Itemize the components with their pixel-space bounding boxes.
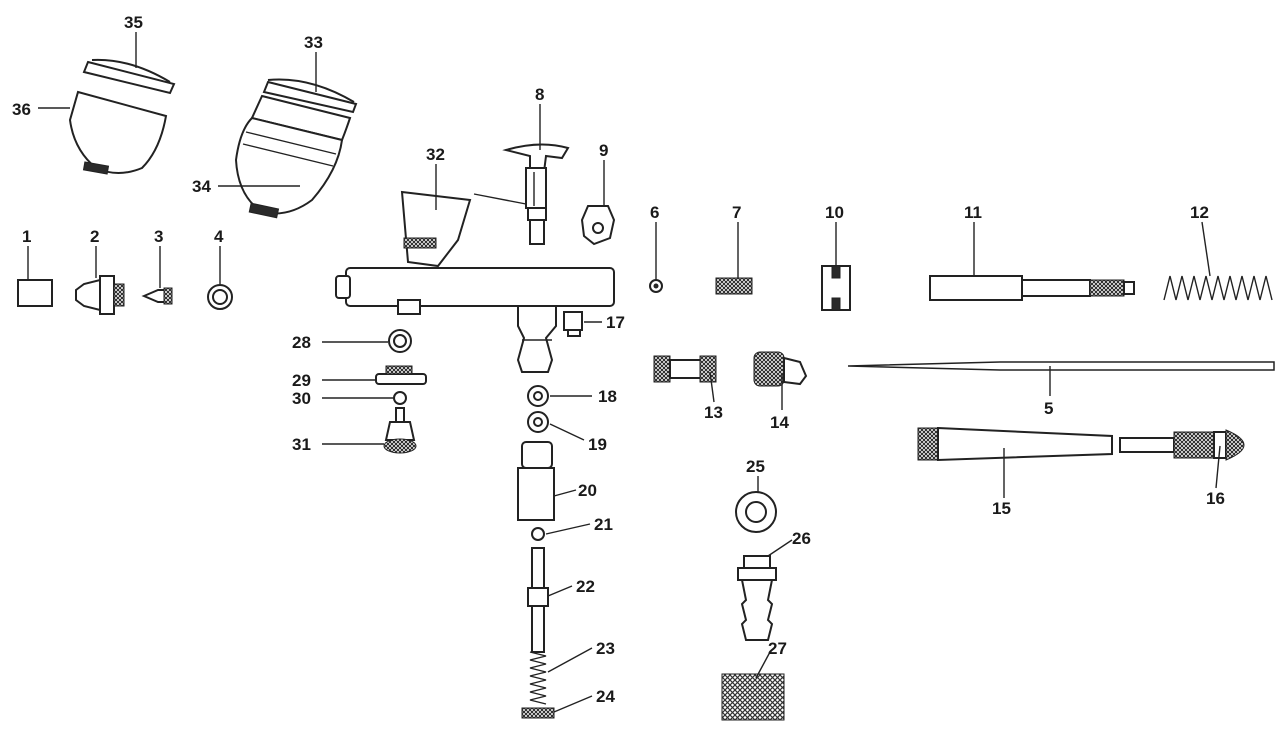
part-4-hole — [212, 289, 228, 305]
part-9-hole — [592, 222, 604, 234]
part-7-shape — [715, 277, 753, 295]
part-3-shape — [141, 287, 173, 305]
label-31: 31 — [292, 435, 311, 454]
label-10: 10 — [825, 203, 844, 222]
part-24-shape — [521, 707, 555, 719]
needle-5 — [847, 361, 1275, 371]
label-26: 26 — [792, 529, 811, 548]
part-18-hole — [533, 391, 543, 401]
small-cup-body — [68, 90, 168, 175]
label-19: 19 — [588, 435, 607, 454]
part-25-hole — [745, 501, 767, 523]
part-2-shape — [75, 275, 125, 315]
label-4: 4 — [214, 227, 224, 246]
label-34: 34 — [192, 177, 211, 196]
label-20: 20 — [578, 481, 597, 500]
label-1: 1 — [22, 227, 31, 246]
large-cup-lid — [262, 78, 358, 114]
label-5: 5 — [1044, 399, 1053, 418]
part-6-center — [653, 283, 659, 289]
part-26-hose-fitting — [737, 555, 777, 641]
label-29: 29 — [292, 371, 311, 390]
part-29-shape — [375, 365, 427, 385]
label-3: 3 — [154, 227, 163, 246]
label-35: 35 — [124, 13, 143, 32]
label-17: 17 — [606, 313, 625, 332]
label-36: 36 — [12, 100, 31, 119]
part-14-shape — [753, 351, 808, 387]
part-15-shape — [917, 426, 1113, 462]
part-30-ring — [393, 391, 407, 405]
label-9: 9 — [599, 141, 608, 160]
label-15: 15 — [992, 499, 1011, 518]
label-21: 21 — [594, 515, 613, 534]
part-13-shape — [653, 355, 717, 383]
part-21-ring — [531, 527, 545, 541]
spring-23 — [529, 651, 547, 705]
large-cup-body — [234, 94, 352, 219]
label-6: 6 — [650, 203, 659, 222]
label-32: 32 — [426, 145, 445, 164]
part-22-shape — [527, 547, 549, 653]
airbrush-main-body — [335, 190, 615, 373]
part-19-hole — [533, 417, 543, 427]
part-10-shape — [821, 265, 851, 311]
spring-12 — [1163, 275, 1273, 301]
label-16: 16 — [1206, 489, 1225, 508]
label-2: 2 — [90, 227, 99, 246]
label-22: 22 — [576, 577, 595, 596]
part-16-shape — [1119, 429, 1245, 461]
part-11-shape — [929, 275, 1135, 301]
label-23: 23 — [596, 639, 615, 658]
part-31-shape — [383, 407, 417, 454]
label-28: 28 — [292, 333, 311, 352]
label-11: 11 — [964, 203, 982, 222]
part-1-shape — [17, 279, 53, 307]
part-20-shape — [517, 441, 555, 521]
label-18: 18 — [598, 387, 617, 406]
label-14: 14 — [770, 413, 789, 432]
label-30: 30 — [292, 389, 311, 408]
label-33: 33 — [304, 33, 323, 52]
small-cup-lid — [82, 58, 176, 95]
label-12: 12 — [1190, 203, 1209, 222]
label-27: 27 — [768, 639, 787, 658]
label-25: 25 — [746, 457, 765, 476]
trigger-part — [502, 143, 570, 245]
leader-lines — [27, 32, 1221, 713]
label-13: 13 — [704, 403, 723, 422]
label-24: 24 — [596, 687, 615, 706]
part-27-filter — [721, 673, 785, 721]
label-8: 8 — [535, 85, 544, 104]
part-28-hole — [393, 334, 407, 348]
label-7: 7 — [732, 203, 741, 222]
